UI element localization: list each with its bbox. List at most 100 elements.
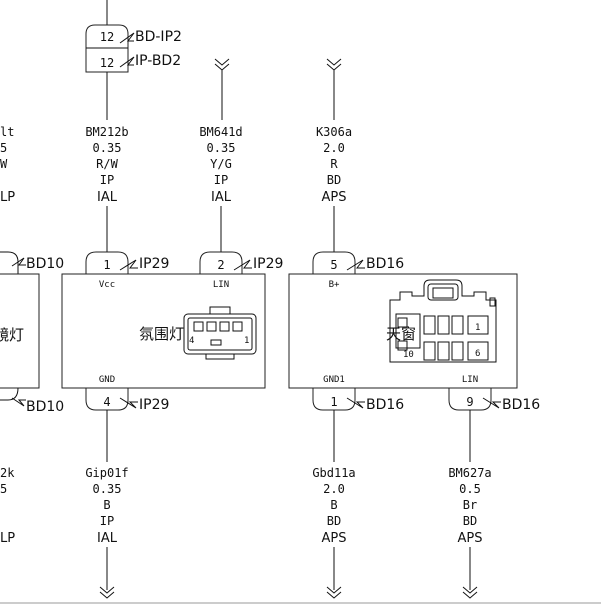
svg-text:6: 6 <box>475 349 480 359</box>
svg-text:4: 4 <box>103 395 110 409</box>
svg-text:Y/G: Y/G <box>210 157 232 171</box>
chevron-down-icon <box>326 58 342 71</box>
left-mirror-light: BD10 镜灯 BD10 <box>0 251 64 415</box>
ambient-connector-face-icon: 4 1 <box>183 306 257 360</box>
connector-arrow-icon <box>346 397 365 409</box>
wire-label-k306a: K306a 2.0 R BD APS <box>316 125 352 205</box>
svg-text:B: B <box>330 498 337 512</box>
chevron-down-icon <box>326 586 342 599</box>
svg-text:1: 1 <box>244 336 249 346</box>
wire-label-left-top: lt 5 W LP <box>0 125 15 205</box>
splice-pin-top: 12 <box>100 30 114 44</box>
svg-text:BM627a: BM627a <box>448 466 491 480</box>
pin-tab-bplus <box>312 251 356 275</box>
svg-text:BD16: BD16 <box>366 397 404 413</box>
chevron-down-icon <box>462 586 478 599</box>
svg-text:R: R <box>330 157 338 171</box>
svg-text:R/W: R/W <box>96 157 118 171</box>
svg-text:BD10: BD10 <box>26 399 64 415</box>
svg-text:5: 5 <box>330 258 337 272</box>
pin-tab-vcc <box>85 251 129 275</box>
connector-arrow-icon <box>346 259 365 271</box>
svg-text:APS: APS <box>322 190 347 205</box>
svg-text:2.0: 2.0 <box>323 141 345 155</box>
svg-text:5: 5 <box>0 482 7 496</box>
ambient-light-module: 1 IP29 2 IP29 Vcc LIN GND 4 1 氛围灯 4 <box>61 251 283 413</box>
pin-tab-lin <box>199 251 243 275</box>
svg-text:Gip01f: Gip01f <box>85 466 128 480</box>
svg-text:W: W <box>0 157 8 171</box>
svg-text:BD: BD <box>327 514 341 528</box>
wire-label-gbd11a: Gbd11a 2.0 B BD APS <box>312 466 355 546</box>
svg-text:0.35: 0.35 <box>207 141 236 155</box>
wire-label-left-bottom: 2k 5 LP <box>0 466 15 546</box>
svg-text:0.5: 0.5 <box>459 482 481 496</box>
svg-text:天窗: 天窗 <box>386 325 416 343</box>
svg-text:BD16: BD16 <box>502 397 540 413</box>
svg-text:LP: LP <box>0 531 15 546</box>
wire-label-bm212b: BM212b 0.35 R/W IP IAL <box>85 125 128 205</box>
svg-text:GND1: GND1 <box>323 375 345 385</box>
svg-text:GND: GND <box>99 375 115 385</box>
svg-text:氛围灯: 氛围灯 <box>139 325 184 343</box>
svg-text:Br: Br <box>463 498 477 512</box>
svg-text:1: 1 <box>103 258 110 272</box>
sunroof-box <box>288 273 518 389</box>
svg-text:IAL: IAL <box>97 531 118 546</box>
wire-label-gip01f: Gip01f 0.35 B IP IAL <box>85 466 128 546</box>
wire-label-bm641d: BM641d 0.35 Y/G IP IAL <box>199 125 242 205</box>
svg-text:APS: APS <box>322 531 347 546</box>
splice-arrow-top <box>119 32 135 44</box>
svg-text:APS: APS <box>458 531 483 546</box>
svg-text:Vcc: Vcc <box>99 280 115 290</box>
svg-text:IAL: IAL <box>97 190 118 205</box>
splice-label-top: BD-IP2 <box>135 29 182 45</box>
svg-text:Gbd11a: Gbd11a <box>312 466 355 480</box>
svg-text:BD: BD <box>327 173 341 187</box>
svg-text:K306a: K306a <box>316 125 352 139</box>
svg-text:5: 5 <box>0 141 7 155</box>
wire-label-bm627a: BM627a 0.5 Br BD APS <box>448 466 491 546</box>
svg-text:9: 9 <box>466 395 473 409</box>
svg-text:镜灯: 镜灯 <box>0 326 24 344</box>
svg-text:B+: B+ <box>329 280 340 290</box>
svg-text:BD10: BD10 <box>26 256 64 272</box>
svg-text:BM641d: BM641d <box>199 125 242 139</box>
svg-text:BM212b: BM212b <box>85 125 128 139</box>
svg-text:2k: 2k <box>0 466 15 480</box>
svg-text:0.35: 0.35 <box>93 141 122 155</box>
svg-text:IP: IP <box>100 514 114 528</box>
connector-arrow-icon <box>482 397 501 409</box>
svg-text:LIN: LIN <box>462 375 478 385</box>
connector-arrow-icon <box>119 397 138 409</box>
svg-text:BD16: BD16 <box>366 256 404 272</box>
svg-text:1: 1 <box>475 323 480 333</box>
svg-text:4: 4 <box>189 336 194 346</box>
svg-text:lt: lt <box>0 125 14 139</box>
svg-text:IP: IP <box>100 173 114 187</box>
svg-text:0.35: 0.35 <box>93 482 122 496</box>
svg-text:2: 2 <box>217 258 224 272</box>
ambient-light-box <box>61 273 266 389</box>
connector-arrow-icon <box>119 259 138 271</box>
splice-pin-bottom: 12 <box>100 56 114 70</box>
svg-text:10: 10 <box>403 350 414 360</box>
splice-arrow-bottom <box>119 56 135 68</box>
svg-text:LIN: LIN <box>213 280 229 290</box>
svg-text:IP29: IP29 <box>139 256 169 272</box>
splice-label-bottom: IP-BD2 <box>135 53 181 69</box>
svg-text:1: 1 <box>330 395 337 409</box>
sunroof-connector-face-icon: 1 10 6 <box>389 279 497 363</box>
svg-text:IP: IP <box>214 173 228 187</box>
svg-text:BD: BD <box>463 514 477 528</box>
svg-text:IP29: IP29 <box>139 397 169 413</box>
sunroof-module: 5 BD16 B+ GND1 LIN 1 10 6 天窗 <box>288 251 540 413</box>
svg-text:IP29: IP29 <box>253 256 283 272</box>
svg-text:B: B <box>103 498 110 512</box>
svg-text:LP: LP <box>0 190 15 205</box>
connector-arrow-icon <box>233 259 252 271</box>
svg-text:2.0: 2.0 <box>323 482 345 496</box>
chevron-down-icon <box>214 58 230 71</box>
svg-text:IAL: IAL <box>211 190 232 205</box>
